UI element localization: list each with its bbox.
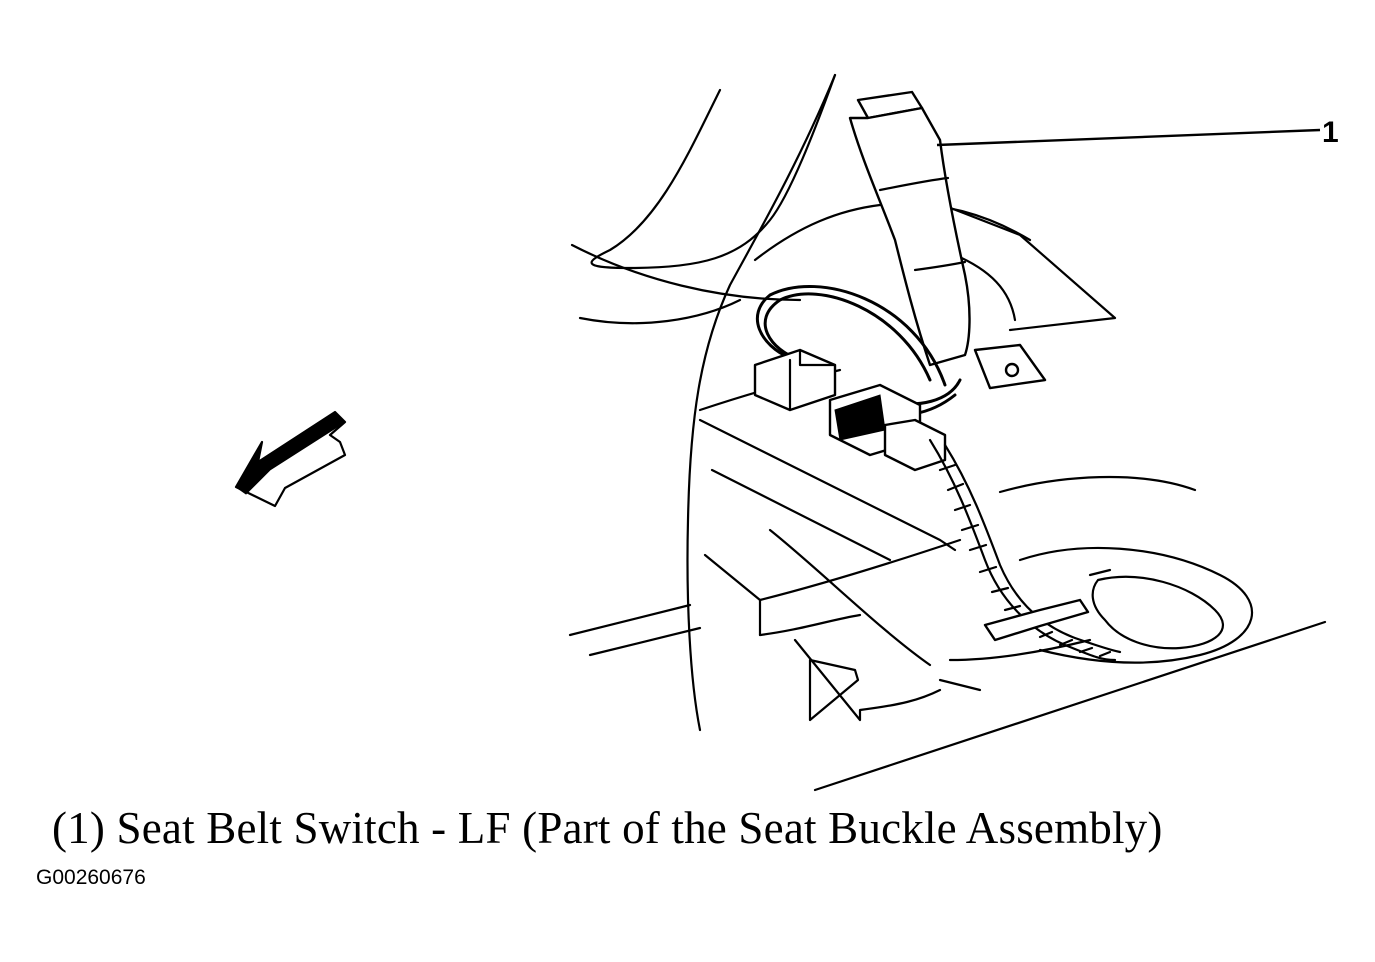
callout-number: 1 (1322, 116, 1339, 149)
figure-caption: (1) Seat Belt Switch - LF (Part of the S… (52, 803, 1163, 853)
seat-buckle-assembly (848, 90, 1047, 390)
figure-id-label: G00260676 (36, 866, 146, 889)
seat-frame-outline (568, 73, 1327, 792)
wiring-harness (753, 285, 1122, 662)
callout-leader-line (936, 128, 1321, 147)
front-direction-arrow-icon (234, 410, 347, 508)
